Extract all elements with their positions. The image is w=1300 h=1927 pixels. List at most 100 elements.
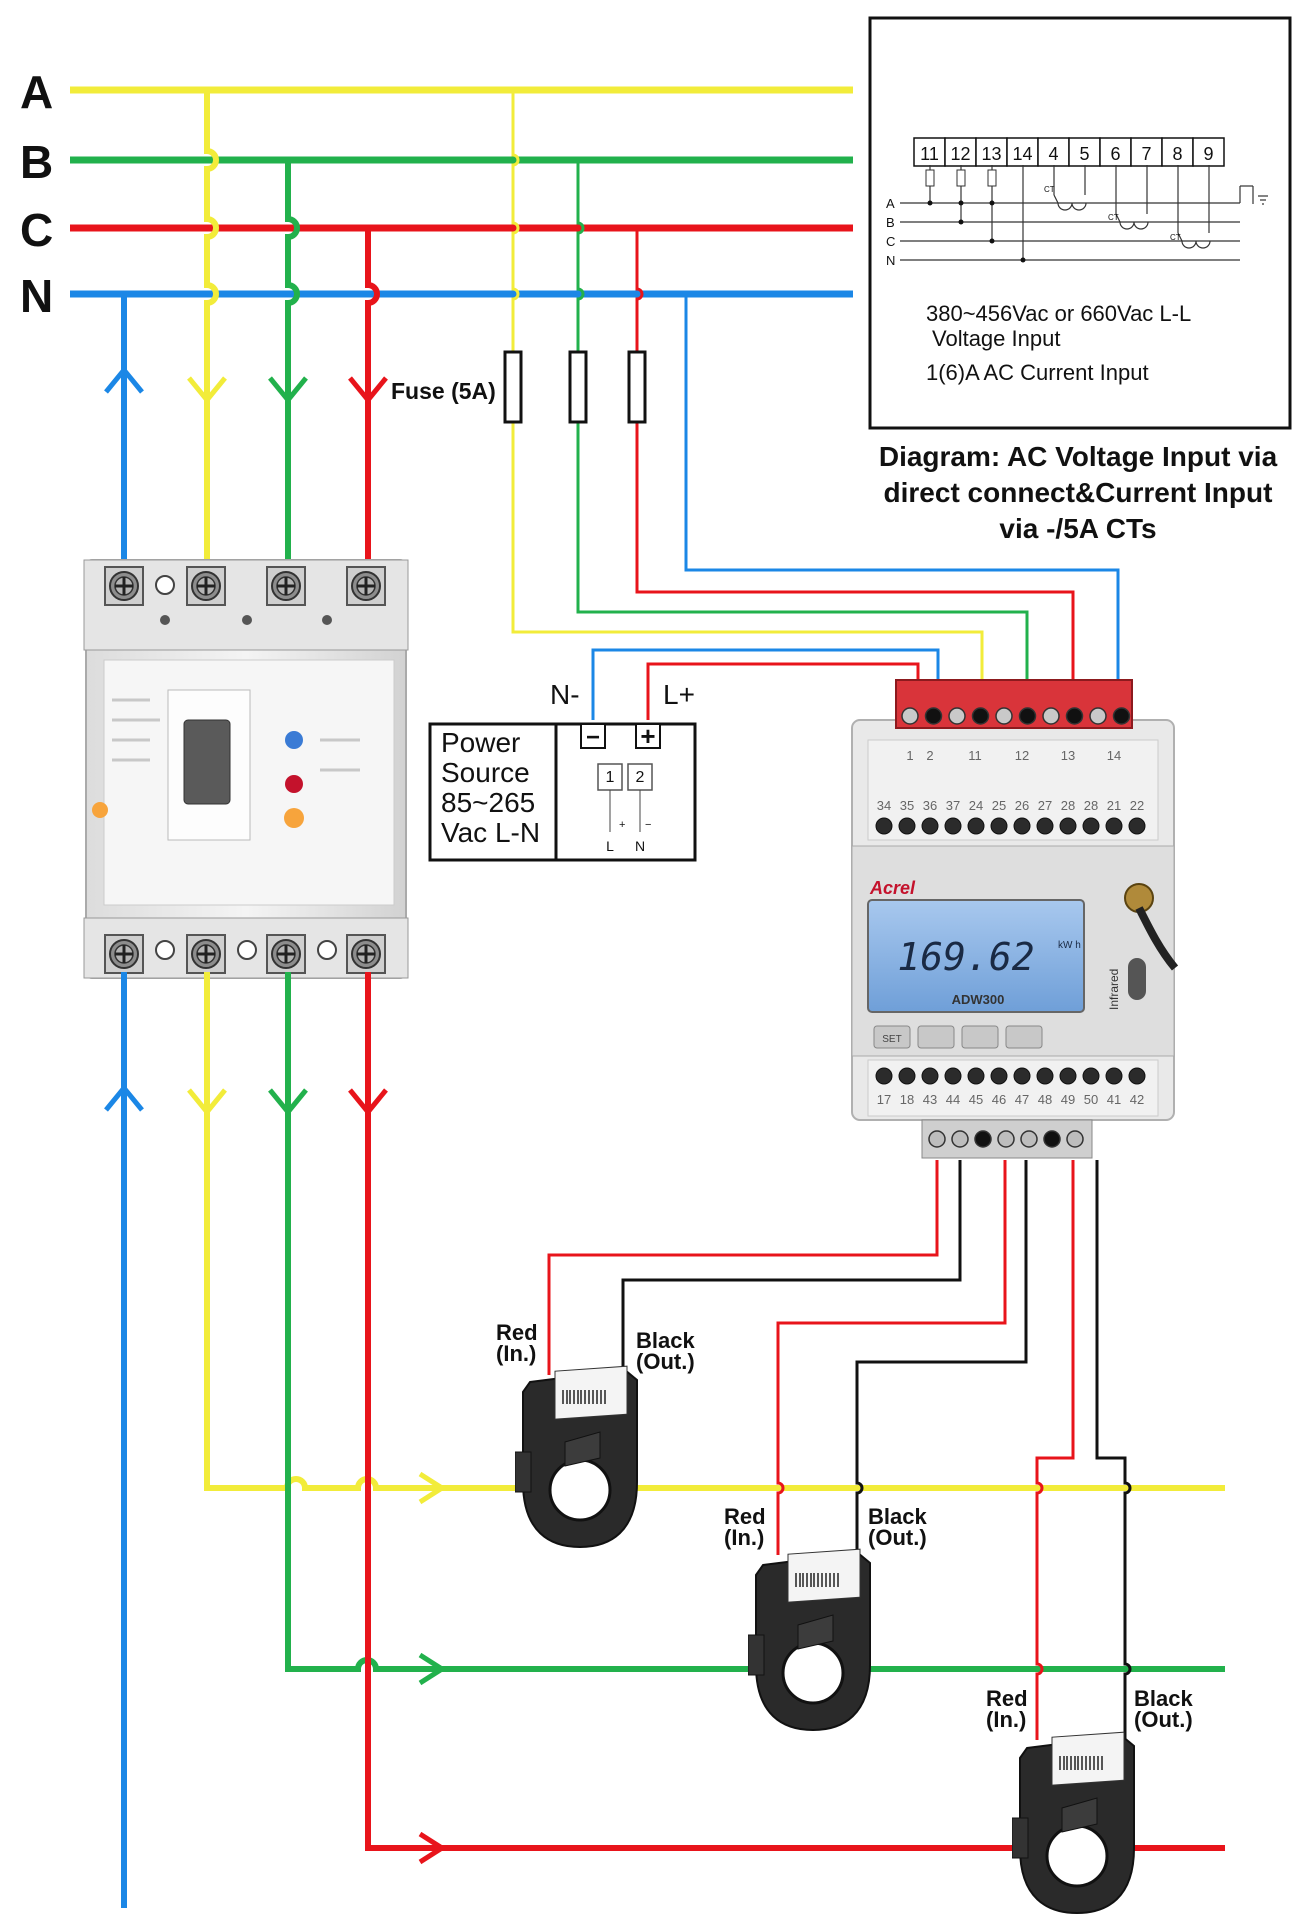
power-source-line4: Vac L-N bbox=[441, 817, 540, 848]
terminal-screw bbox=[1082, 1067, 1100, 1085]
connector-screw bbox=[1018, 707, 1037, 725]
ct-b-black-label: Black bbox=[868, 1504, 927, 1529]
inset-fuse-symbols bbox=[925, 169, 997, 187]
feed-arrows-upper bbox=[104, 366, 388, 404]
meter-bottom-terminal-label: 43 bbox=[923, 1092, 937, 1107]
inset-frame bbox=[868, 16, 1292, 430]
terminal-screw bbox=[1059, 1067, 1077, 1085]
connector-screw bbox=[1042, 707, 1060, 725]
bus-label-a: A bbox=[20, 66, 53, 118]
inset-ct-label-c: CT bbox=[1170, 233, 1181, 242]
meter-row2-terminal-label: 27 bbox=[1038, 798, 1052, 813]
inset-voltage-line2: Voltage Input bbox=[932, 326, 1060, 351]
ct-clamp-b bbox=[748, 1547, 872, 1732]
power-l-label: L+ bbox=[663, 679, 695, 710]
meter-row2-terminal-label: 28 bbox=[1061, 798, 1075, 813]
voltage-sense-wires bbox=[511, 90, 1120, 680]
connector-screw bbox=[948, 707, 966, 725]
inset-terminal-cell bbox=[913, 137, 946, 167]
terminal-screw bbox=[967, 1067, 985, 1085]
caption-line2: direct connect&Current Input bbox=[884, 477, 1273, 508]
meter-bottom-terminal-label: 45 bbox=[969, 1092, 983, 1107]
meter-ct-terminal-block bbox=[928, 1130, 1084, 1148]
terminal-screw bbox=[990, 1067, 1008, 1085]
power-n-label: N- bbox=[550, 679, 580, 710]
meter-row2-terminal-label: 21 bbox=[1107, 798, 1121, 813]
antenna-connector bbox=[1124, 883, 1154, 913]
inset-ct-label-b: CT bbox=[1108, 213, 1119, 222]
meter-bottom-terminal-label: 47 bbox=[1015, 1092, 1029, 1107]
terminal-screw bbox=[875, 1067, 893, 1085]
feed-arrows-lower bbox=[104, 1084, 447, 1865]
meter-bottom-terminal-label: 17 bbox=[877, 1092, 891, 1107]
meter-set-label: SET bbox=[882, 1034, 901, 1045]
meter-reading: 169.62 bbox=[897, 935, 1034, 979]
inset-terminal-label: 5 bbox=[1079, 144, 1089, 164]
fuse-b bbox=[568, 350, 588, 424]
ct-terminal-screw bbox=[997, 1130, 1015, 1148]
power-terminal-1: 1 bbox=[606, 769, 615, 786]
meter-bottom-terminal-label: 42 bbox=[1130, 1092, 1144, 1107]
terminal-screw bbox=[898, 1067, 916, 1085]
ct-clamp-c bbox=[1012, 1730, 1136, 1915]
terminal-screw bbox=[1036, 1067, 1054, 1085]
inset-phase-b: B bbox=[886, 215, 895, 230]
terminal-screw bbox=[1036, 817, 1054, 835]
meter-row2-terminal-label: 34 bbox=[877, 798, 891, 813]
ct-terminal-screw bbox=[1020, 1130, 1038, 1148]
inset-ct-label-a: CT bbox=[1044, 185, 1055, 194]
meter-top-terminal-label: 11 bbox=[968, 748, 982, 763]
meter-left-button[interactable] bbox=[917, 1025, 955, 1049]
meter-enter-button[interactable] bbox=[1005, 1025, 1043, 1049]
fuses bbox=[503, 350, 647, 424]
meter-row2-terminal-label: 25 bbox=[992, 798, 1006, 813]
circuit-breaker bbox=[83, 559, 409, 979]
inset-terminal-cell bbox=[1130, 137, 1163, 167]
connector-screw bbox=[901, 707, 919, 725]
inset-terminal-label: 13 bbox=[981, 144, 1001, 164]
power-minus-symbol: − bbox=[586, 724, 600, 751]
ct-c-black-sub: (Out.) bbox=[1134, 1707, 1193, 1732]
meter-row2-terminal-label: 35 bbox=[900, 798, 914, 813]
fuse-a bbox=[503, 350, 523, 424]
bus-lines bbox=[70, 86, 853, 298]
inset-terminal-label: 4 bbox=[1048, 144, 1058, 164]
meter-bottom-terminal-label: 18 bbox=[900, 1092, 914, 1107]
ct-clamp-a bbox=[515, 1364, 639, 1549]
fuse-c bbox=[627, 350, 647, 424]
connector-screw bbox=[924, 707, 943, 725]
meter-bottom-terminal-label: 49 bbox=[1061, 1092, 1075, 1107]
ct-a-black-sub: (Out.) bbox=[636, 1349, 695, 1374]
terminal-screw bbox=[1013, 1067, 1031, 1085]
caption-line1: Diagram: AC Voltage Input via bbox=[879, 441, 1278, 472]
inset-phase-c: C bbox=[886, 234, 895, 249]
terminal-screw bbox=[967, 817, 985, 835]
power-source-line1: Power bbox=[441, 727, 520, 758]
terminal-screw bbox=[1128, 1067, 1146, 1085]
breaker-toggle[interactable] bbox=[183, 719, 231, 805]
power-source-line3: 85~265 bbox=[441, 787, 535, 818]
ct-terminal-screw bbox=[951, 1130, 969, 1148]
meter-bottom-terminal-label: 48 bbox=[1038, 1092, 1052, 1107]
terminal-screw bbox=[944, 1067, 962, 1085]
meter-up-button[interactable] bbox=[961, 1025, 999, 1049]
terminal-screw bbox=[1082, 817, 1100, 835]
power-small-minus: − bbox=[645, 819, 651, 831]
ct-a-red-label: Red bbox=[496, 1320, 538, 1345]
phase-a-feed-wire bbox=[204, 90, 219, 566]
inset-current-line: 1(6)A AC Current Input bbox=[926, 360, 1149, 385]
terminal-screw bbox=[944, 817, 962, 835]
meter-row2-terminal-label: 26 bbox=[1015, 798, 1029, 813]
meter-unit: kW h bbox=[1058, 940, 1081, 951]
terminal-screw bbox=[921, 1067, 939, 1085]
inset-junction-dots bbox=[927, 200, 1026, 263]
power-n-terminal: N bbox=[635, 838, 645, 854]
ct-b-red-sub: (In.) bbox=[724, 1525, 764, 1550]
ct-a-red-sub: (In.) bbox=[496, 1341, 536, 1366]
inset-terminal-label: 9 bbox=[1203, 144, 1213, 164]
connector-screw bbox=[995, 707, 1013, 725]
meter-set-button[interactable] bbox=[873, 1025, 911, 1049]
inset-terminal-label: 11 bbox=[920, 144, 939, 164]
